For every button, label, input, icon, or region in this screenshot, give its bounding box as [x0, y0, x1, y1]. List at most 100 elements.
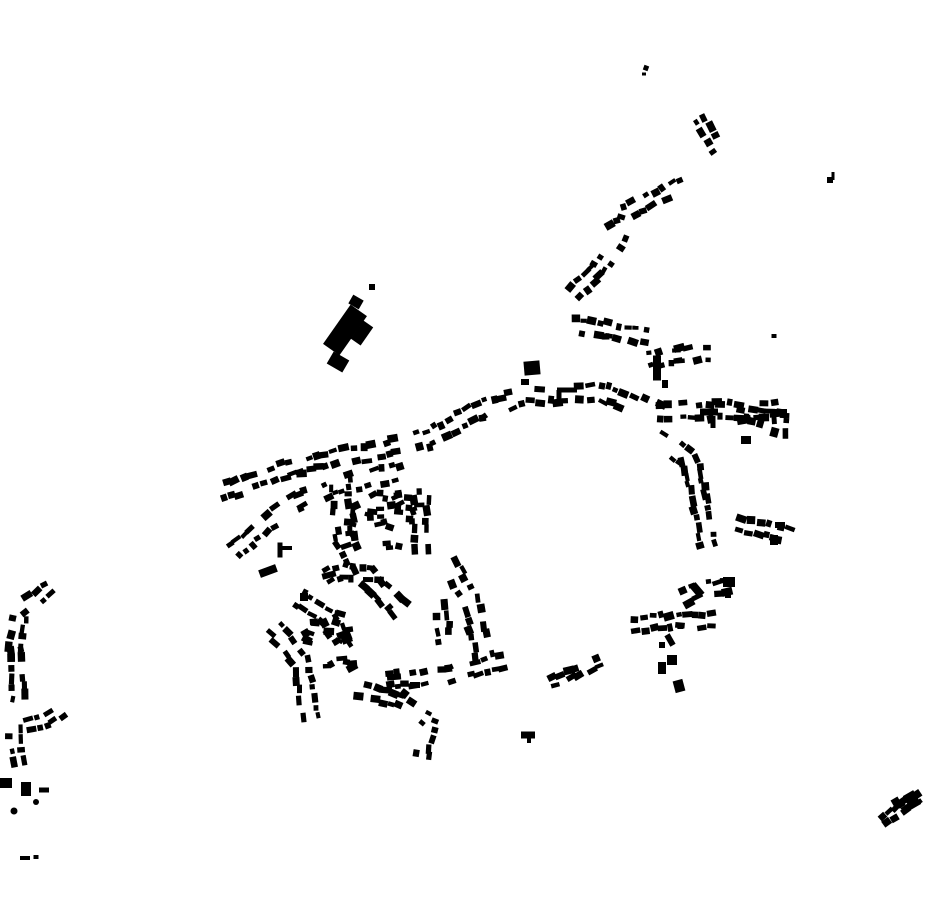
building — [353, 691, 364, 701]
building — [619, 203, 628, 211]
building — [434, 638, 442, 646]
building — [425, 543, 432, 555]
building — [412, 429, 420, 436]
building — [332, 539, 342, 551]
building — [472, 670, 485, 679]
building — [383, 580, 393, 590]
building — [527, 737, 531, 743]
building — [458, 572, 469, 584]
building — [400, 680, 409, 687]
building — [674, 621, 685, 629]
building — [607, 260, 615, 268]
building — [643, 326, 650, 334]
building — [467, 414, 480, 426]
building — [616, 213, 626, 221]
building — [694, 414, 705, 422]
building — [359, 564, 367, 572]
building — [305, 455, 314, 462]
building — [657, 183, 667, 193]
building — [324, 606, 334, 614]
building — [525, 397, 535, 404]
building — [331, 489, 339, 496]
building — [480, 655, 489, 663]
building — [430, 726, 439, 734]
building — [446, 578, 458, 590]
building — [597, 319, 605, 327]
building — [667, 178, 677, 186]
building — [586, 396, 595, 404]
building — [705, 578, 712, 585]
building — [642, 64, 650, 72]
building — [227, 475, 240, 487]
building — [244, 524, 255, 535]
building — [655, 401, 665, 410]
building — [589, 259, 599, 269]
building — [245, 470, 258, 480]
building — [647, 361, 654, 368]
building — [374, 597, 386, 609]
building — [306, 594, 314, 601]
building — [682, 597, 696, 610]
building — [351, 456, 362, 466]
building — [646, 350, 652, 356]
building — [394, 542, 403, 551]
building — [321, 565, 331, 574]
building — [450, 427, 462, 438]
building — [642, 72, 646, 76]
building — [19, 624, 26, 635]
building — [725, 590, 731, 598]
building — [715, 400, 726, 408]
building — [385, 545, 394, 551]
building — [248, 540, 258, 551]
building — [534, 399, 546, 408]
building — [368, 490, 379, 500]
building — [462, 605, 472, 619]
building — [711, 538, 718, 548]
building — [386, 500, 397, 510]
building — [770, 535, 778, 545]
building — [491, 666, 500, 673]
building — [292, 667, 300, 678]
building — [783, 417, 790, 424]
building — [593, 330, 605, 340]
building — [703, 344, 711, 351]
building — [445, 627, 452, 635]
building — [329, 508, 336, 516]
building — [361, 458, 373, 465]
building — [757, 407, 767, 414]
building — [422, 504, 432, 517]
building — [314, 598, 326, 609]
building — [450, 555, 462, 569]
building — [726, 398, 733, 407]
building — [348, 294, 364, 310]
building — [653, 347, 664, 357]
building — [398, 688, 410, 700]
building — [9, 748, 16, 755]
building — [393, 509, 404, 515]
building — [770, 398, 779, 407]
building — [630, 616, 639, 624]
building — [564, 281, 577, 293]
building — [769, 426, 780, 438]
building — [315, 711, 321, 719]
building — [394, 499, 405, 508]
building — [9, 756, 18, 769]
building — [466, 583, 475, 591]
building — [363, 680, 373, 690]
building — [664, 633, 676, 647]
building — [23, 616, 29, 624]
building — [378, 463, 385, 472]
building — [704, 493, 712, 505]
building — [58, 711, 69, 722]
building — [17, 746, 26, 753]
building — [708, 147, 718, 156]
building — [644, 199, 658, 212]
building — [348, 574, 354, 583]
building — [335, 630, 346, 640]
building — [747, 405, 759, 414]
building — [345, 661, 359, 674]
building — [20, 754, 28, 766]
building — [386, 673, 402, 681]
building — [521, 731, 535, 739]
building — [297, 603, 309, 614]
